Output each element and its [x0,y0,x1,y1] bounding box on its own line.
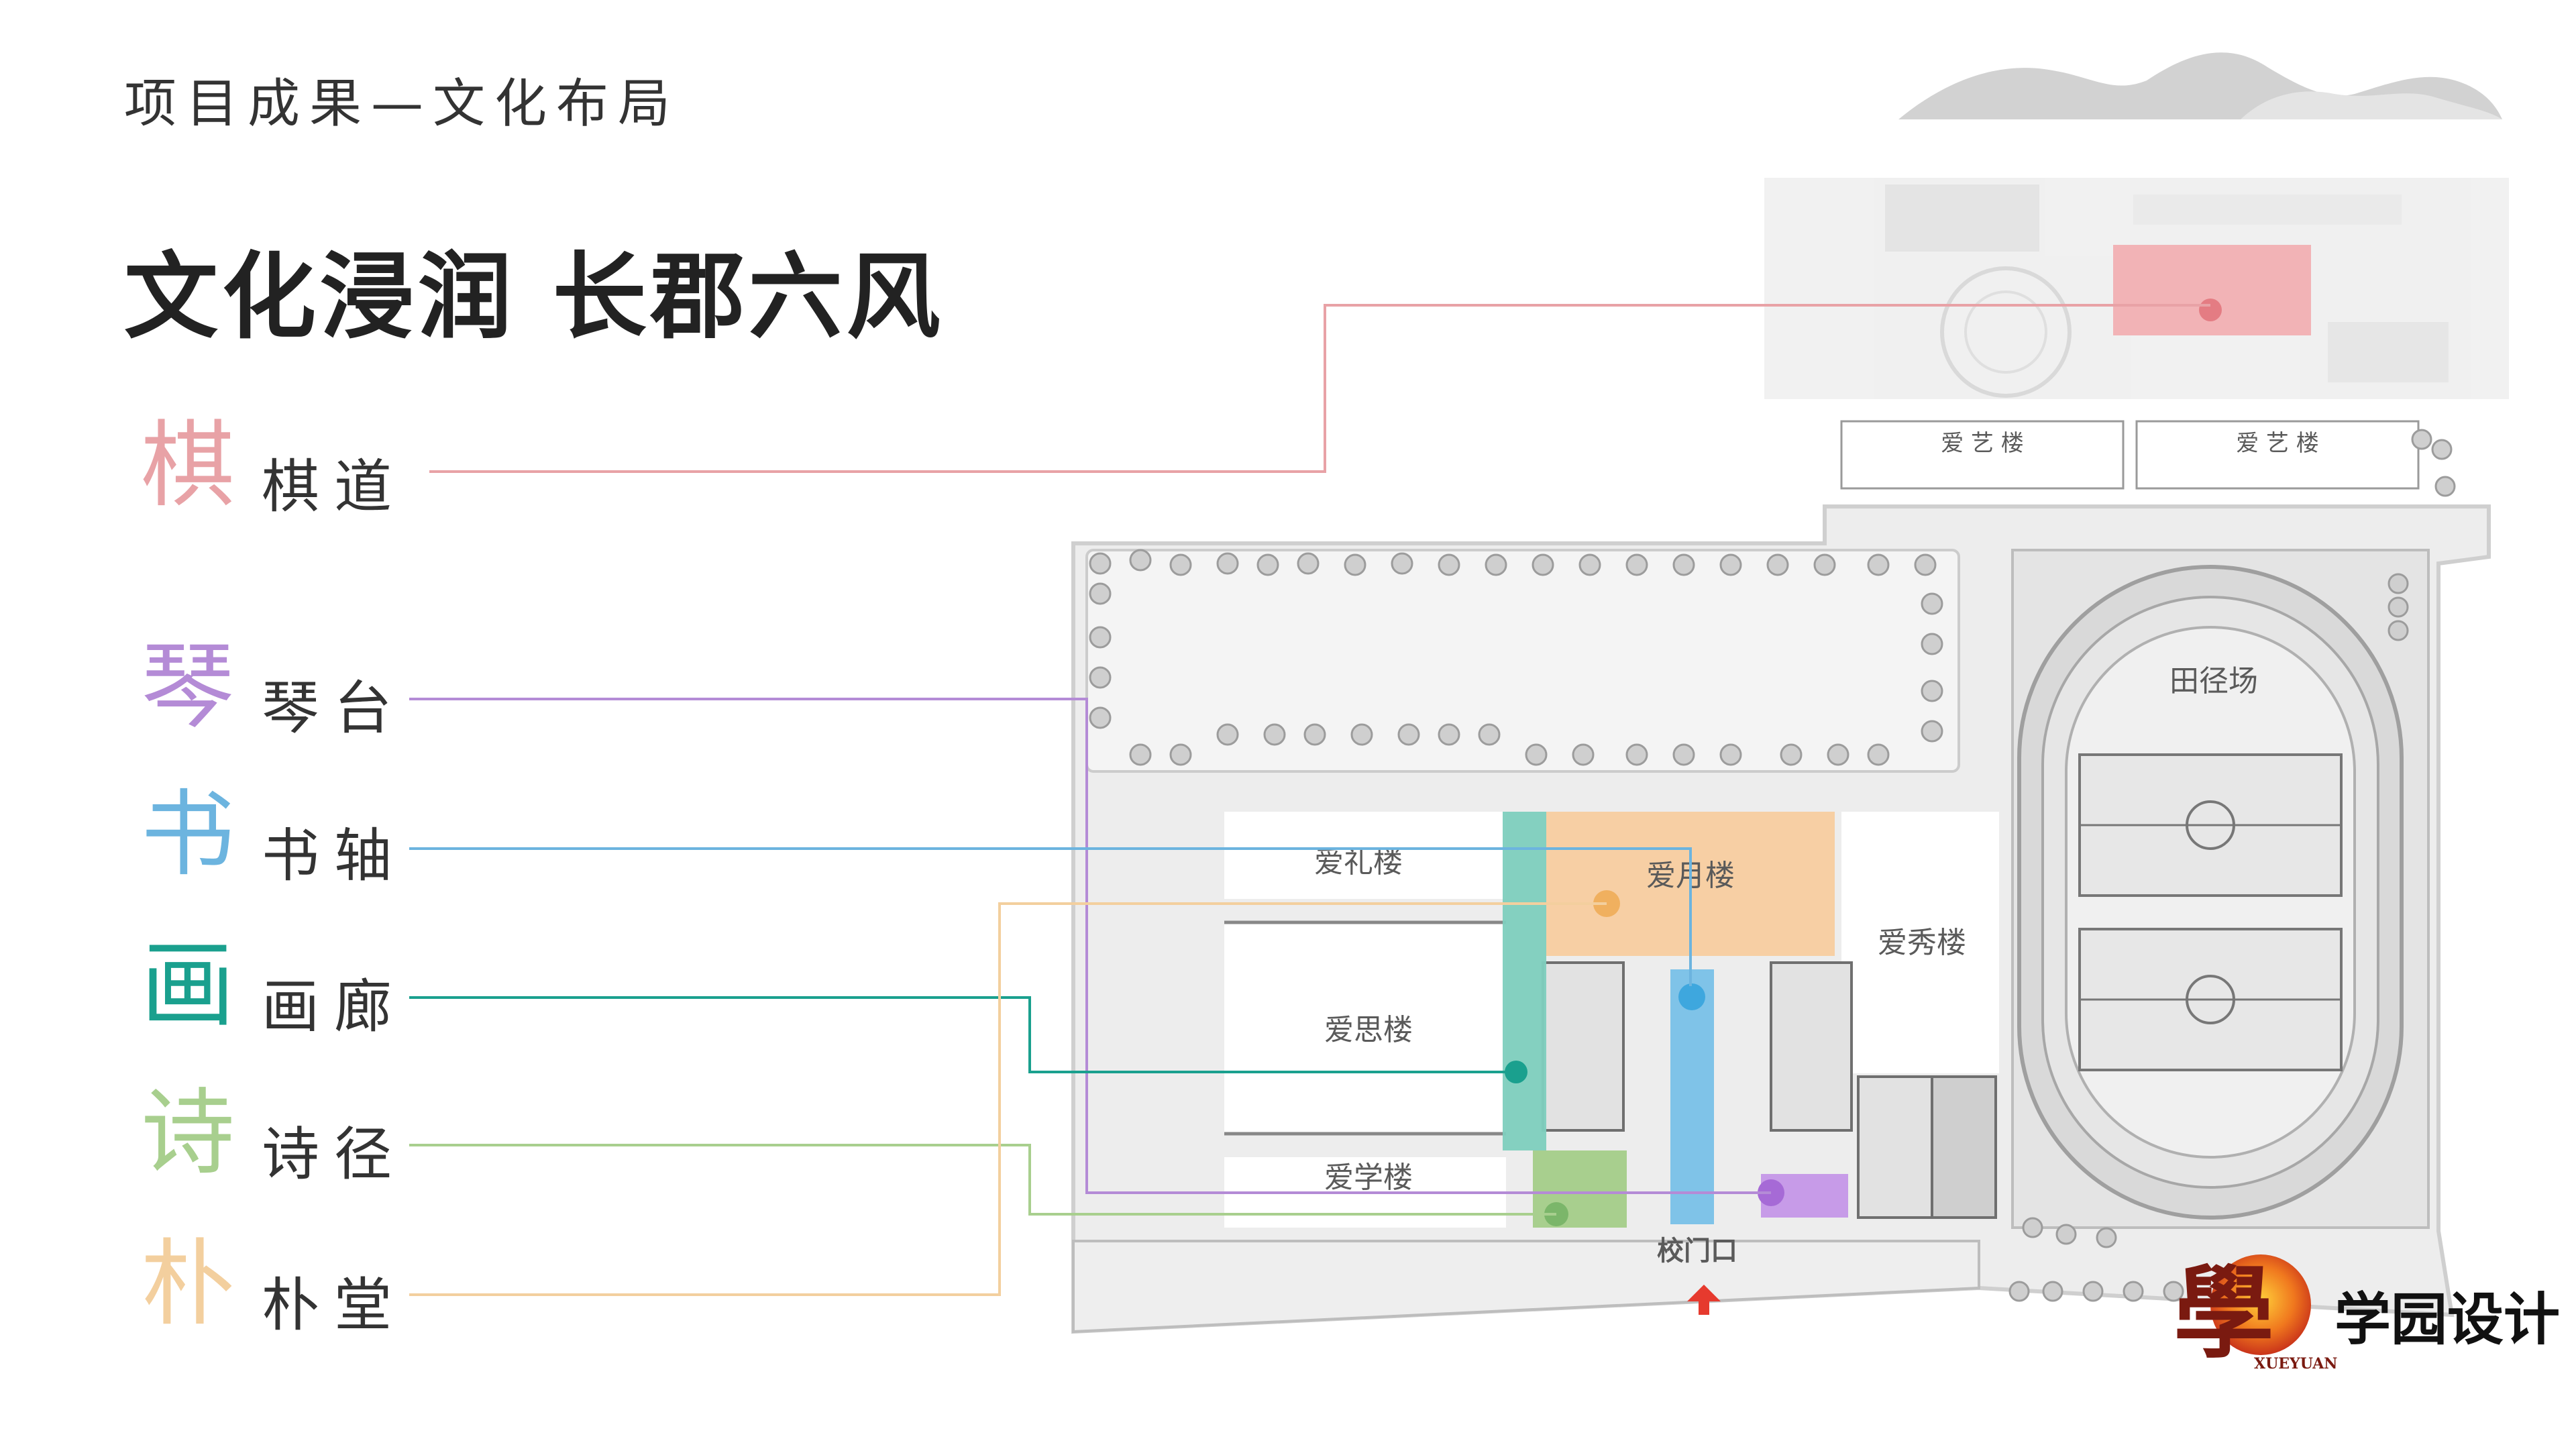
brand-sub: XUEYUAN [2254,1355,2338,1373]
aiyi-building-2 [2135,420,2420,490]
top-plaza [1764,178,2509,399]
brand-block: 學 学园设计 XUEYUAN [2167,1241,2560,1395]
qi-leader [429,304,2210,473]
green-belt [1085,549,1960,773]
qin-leader [409,698,1771,1194]
slide-subtitle: 项目成果—文化布局 [124,74,680,134]
slide-title: 文化浸润 长郡六风 [124,243,945,352]
brand-logo-icon: 學 [2174,1254,2311,1373]
aiyi-building-1 [1840,420,2125,490]
legend-char-qi: 棋 [141,411,235,521]
tree-row [1089,549,1943,766]
running-track [2011,549,2430,1229]
aiyi-label-2: 爱 艺 楼 [2236,430,2319,457]
aisi-label: 爱思楼 [1324,1013,1413,1047]
aisi-building [1224,922,1506,1134]
legend-label-qi: 棋道 [262,453,407,521]
hua-leader [409,996,1516,1073]
legend-label-pu: 朴堂 [262,1272,407,1339]
legend-char-pu: 朴 [141,1230,235,1339]
legend-label-shu: 书轴 [262,822,407,890]
gate-arrow-icon [1687,1285,1721,1315]
brand-logo-char: 學 [2174,1254,2274,1373]
shi-leader [409,1144,1556,1216]
leader-lines [409,304,2210,1296]
aili-label: 爱礼楼 [1314,845,1403,879]
shu-leader [409,847,1692,986]
legend-char-hua: 画 [141,931,235,1040]
hua-corridor [1503,812,1546,1150]
aixiu-label: 爱秀楼 [1878,926,1966,960]
shu-marker [1678,983,1705,1010]
legend-char-shi: 诗 [141,1079,235,1188]
pu-leader [409,902,1607,1296]
brand-name: 学园设计 [2334,1287,2561,1352]
basketball-courts [1542,961,1997,1219]
gate-label: 校门口 [1657,1236,1737,1267]
legend-label-shi: 诗径 [262,1121,407,1188]
aixue-label: 爱学楼 [1324,1161,1413,1195]
legend-char-qin: 琴 [141,633,235,742]
aili-building [1224,812,1506,899]
aiyi-label-1: 爱 艺 楼 [1941,430,2024,457]
qi-marker [2199,299,2222,321]
aixiu-building [1841,812,1999,1073]
qi-zone [2113,245,2311,335]
shu-axis [1670,969,1714,1224]
legend-label-qin: 琴台 [262,675,407,742]
legend-char-shu: 书 [141,780,235,890]
field-label: 田径场 [2169,664,2258,698]
mountain-decoration [1898,52,2502,119]
tree-row-east [2008,429,2456,1302]
legend-label-hua: 画廊 [262,973,407,1040]
